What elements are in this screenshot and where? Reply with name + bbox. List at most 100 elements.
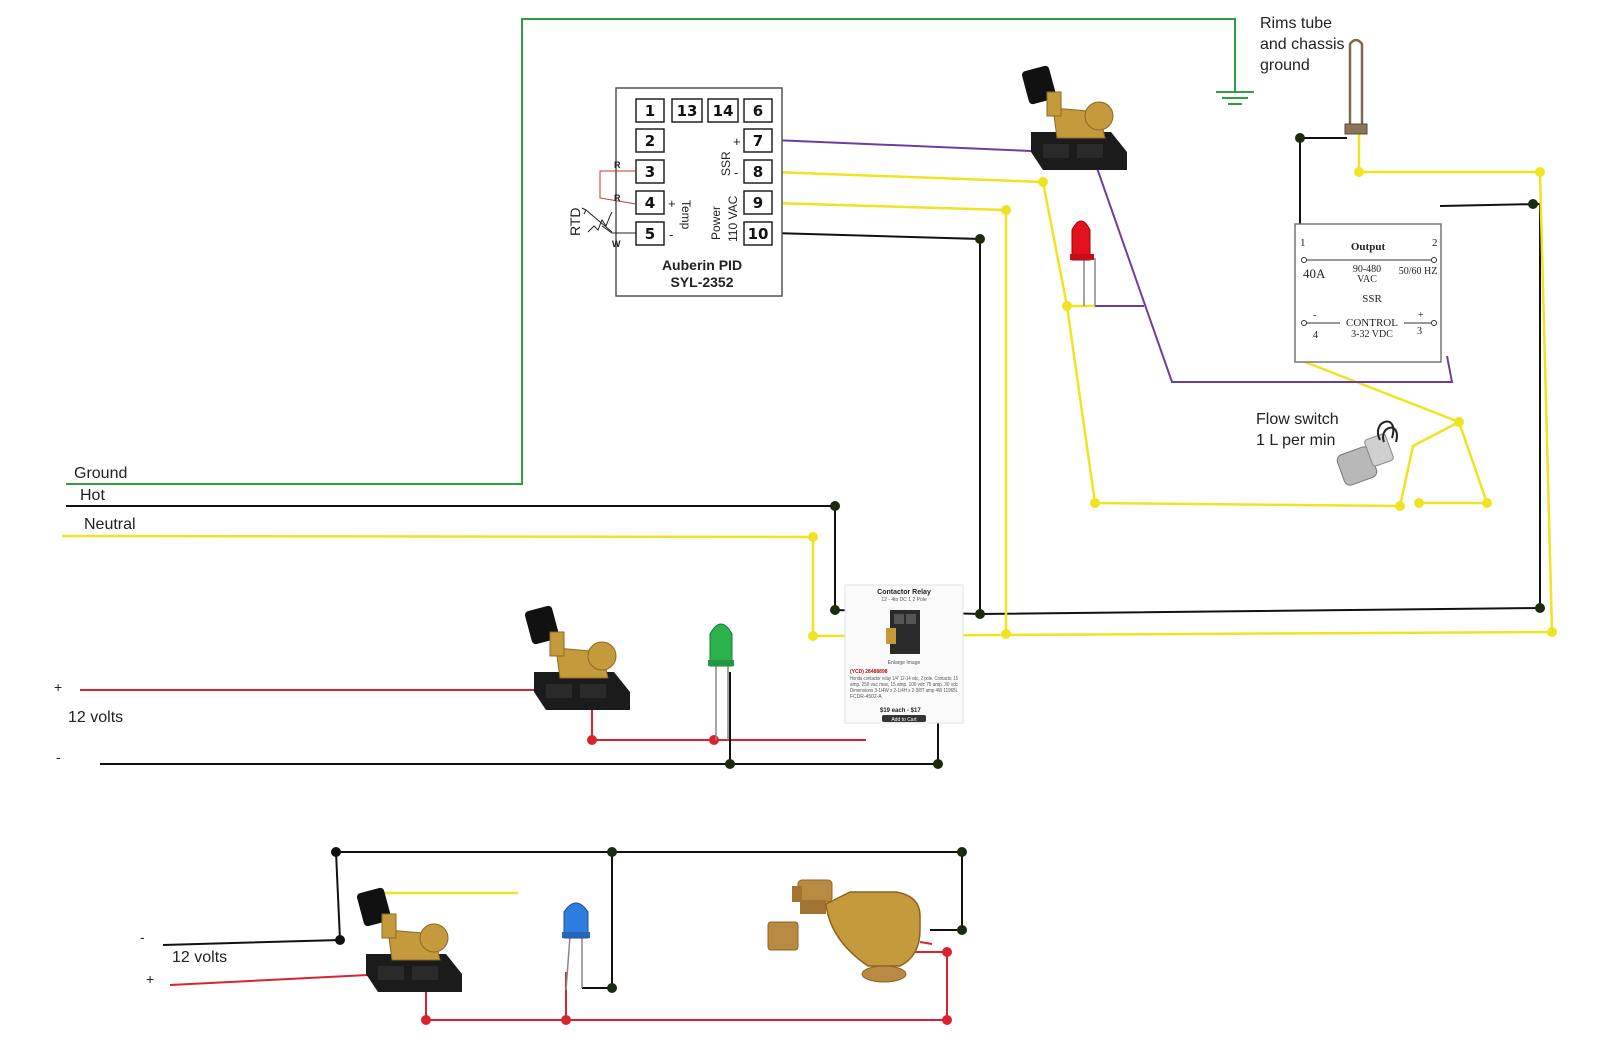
pid-terminal-7: 7	[743, 128, 773, 153]
circuit-b-minus-label: -	[140, 929, 145, 945]
ssr-vdc: 3-32 VDC	[1351, 329, 1393, 340]
rims-label-line2: and chassis	[1260, 36, 1345, 53]
circuit-b-voltage-label: 12 volts	[172, 949, 227, 966]
pid-terminal-1-label: 1	[645, 102, 655, 120]
flow-switch-icon	[1336, 420, 1398, 486]
pid-temp-plus: +	[668, 196, 676, 211]
water-pump-icon	[767, 879, 933, 983]
pid-terminal-6: 6	[743, 98, 773, 123]
pid-terminal-13: 13	[671, 98, 703, 123]
pid-temp-minus: -	[669, 227, 673, 242]
pid-terminal-7-label: 7	[753, 132, 763, 150]
pid-terminal-5: 5	[635, 221, 665, 246]
contactor-desc-line2: amp. 250 vac max, 15 amp. 100 vdc 75 amp…	[850, 682, 958, 688]
circuit-a-plus-label: +	[54, 679, 62, 695]
neutral-label: Neutral	[84, 516, 136, 533]
ssr-control: CONTROL	[1346, 317, 1398, 329]
circuit-a-negative-wire	[100, 672, 939, 765]
ssr-minus: -	[1313, 310, 1316, 321]
rims-label-line3: ground	[1260, 57, 1310, 74]
solid-state-relay: 1 Output 2 40A 90-480 VAC 50/60 HZ SSR -…	[1294, 223, 1442, 363]
pid-power-label: Power	[709, 206, 723, 240]
pid-ssr-minus: -	[734, 165, 738, 180]
flow-switch-label-line2: 1 L per min	[1256, 432, 1335, 449]
signal-wire	[772, 139, 1454, 383]
ssr-vac-range: 90-480	[1353, 264, 1381, 275]
junction-dots	[331, 133, 1557, 1025]
auberin-pid: 1 13 14 6 2 3 4 5	[567, 87, 783, 297]
ssr-pin2: 2	[1432, 237, 1438, 249]
hot-wire	[66, 137, 1541, 616]
contactor-subtitle: 12 - 4to DC 1 2 Pole	[881, 597, 927, 603]
ssr-hz: 50/60 HZ	[1399, 266, 1438, 277]
pid-terminal-2-label: 2	[645, 132, 655, 150]
pid-terminal-2: 2	[635, 128, 665, 153]
pid-terminal-6-label: 6	[753, 102, 763, 120]
pid-terminal-3-label: 3	[645, 163, 655, 181]
rtd-pin-r2: R	[614, 193, 621, 203]
pid-terminal-9-label: 9	[753, 194, 763, 212]
rtd-label: RTD	[567, 207, 583, 236]
pid-terminal-5-label: 5	[645, 225, 655, 243]
toggle-switch-mains-icon	[1021, 65, 1127, 170]
contactor-desc-line4: FCDR-4502-A	[850, 694, 882, 700]
ssr-pin3: 3	[1417, 326, 1422, 337]
pid-terminal-10-label: 10	[748, 225, 769, 243]
pid-model: SYL-2352	[670, 274, 733, 290]
ssr-plus: +	[1418, 310, 1424, 321]
contactor-price: $19 each - $17	[880, 708, 921, 714]
contactor-desc-line3: Dimensions 3-1/4W x 2-1/4H x 2-3/8T amp …	[850, 688, 958, 694]
pid-terminal-8: 8	[743, 159, 773, 184]
ssr-amps: 40A	[1303, 266, 1326, 281]
ssr-vac: VAC	[1357, 274, 1377, 285]
pid-terminal-10: 10	[743, 221, 773, 246]
rtd-sensor-icon	[581, 170, 637, 234]
pid-temp-label: Temp	[679, 200, 693, 230]
rtd-pin-r1: R	[614, 160, 621, 170]
ground-label: Ground	[74, 465, 127, 482]
circuit-b-plus-label: +	[146, 971, 154, 987]
pid-ssr-label: SSR	[719, 151, 733, 176]
pid-terminal-14: 14	[707, 98, 739, 123]
pid-terminal-8-label: 8	[753, 163, 763, 181]
contactor-relay: Contactor Relay 12 - 4to DC 1 2 Pole Enl…	[844, 584, 964, 724]
green-led-icon	[708, 623, 734, 740]
ssr-pin4: 4	[1313, 330, 1318, 341]
pid-terminal-14-label: 14	[713, 102, 734, 120]
contactor-desc-line1: Honda contactor relay 1/4' 12-14 vdc, 2 …	[850, 676, 958, 682]
toggle-switch-12v-b-icon	[356, 887, 462, 992]
flow-switch-label-line1: Flow switch	[1256, 411, 1339, 428]
toggle-switch-12v-a-icon	[524, 605, 630, 710]
ssr-title: SSR	[1362, 293, 1382, 305]
contactor-title: Contactor Relay	[877, 589, 931, 596]
ssr-output-label: Output	[1351, 241, 1386, 253]
chassis-ground-symbol	[1216, 91, 1254, 105]
circuit-a-positive-wire	[80, 689, 866, 741]
red-led-icon	[1070, 220, 1096, 306]
rtd-pin-w: W	[612, 239, 621, 249]
add-to-cart-button[interactable]: Add to Cart	[882, 715, 926, 723]
heating-element-icon	[1344, 38, 1368, 135]
rims-label-line1: Rims tube	[1260, 15, 1332, 32]
blue-led-icon	[562, 902, 590, 991]
pid-name: Auberin PID	[662, 257, 742, 273]
pid-terminal-3: 3	[635, 159, 665, 184]
hot-label: Hot	[80, 487, 105, 504]
ground-wire	[66, 18, 1236, 485]
ssr-pin1: 1	[1300, 237, 1306, 249]
pid-terminal-13-label: 13	[677, 102, 698, 120]
pid-terminal-4-label: 4	[645, 194, 655, 212]
pid-ssr-plus: +	[733, 134, 741, 149]
pid-terminal-9: 9	[743, 190, 773, 215]
contactor-item-code: (YCD) 28488898	[850, 669, 888, 675]
pid-terminal-4: 4	[635, 190, 665, 215]
rims-label: Rims tube and chassis ground	[1260, 15, 1345, 74]
circuit-a-voltage-label: 12 volts	[68, 709, 123, 726]
pid-power-voltage: 110 VAC	[726, 195, 740, 242]
circuit-a-minus-label: -	[56, 749, 61, 765]
ssr-body	[1294, 223, 1442, 363]
circuit-b-positive-wire	[169, 951, 948, 1021]
add-to-cart-label: Add to Cart	[891, 717, 917, 723]
pid-terminal-1: 1	[635, 98, 665, 123]
